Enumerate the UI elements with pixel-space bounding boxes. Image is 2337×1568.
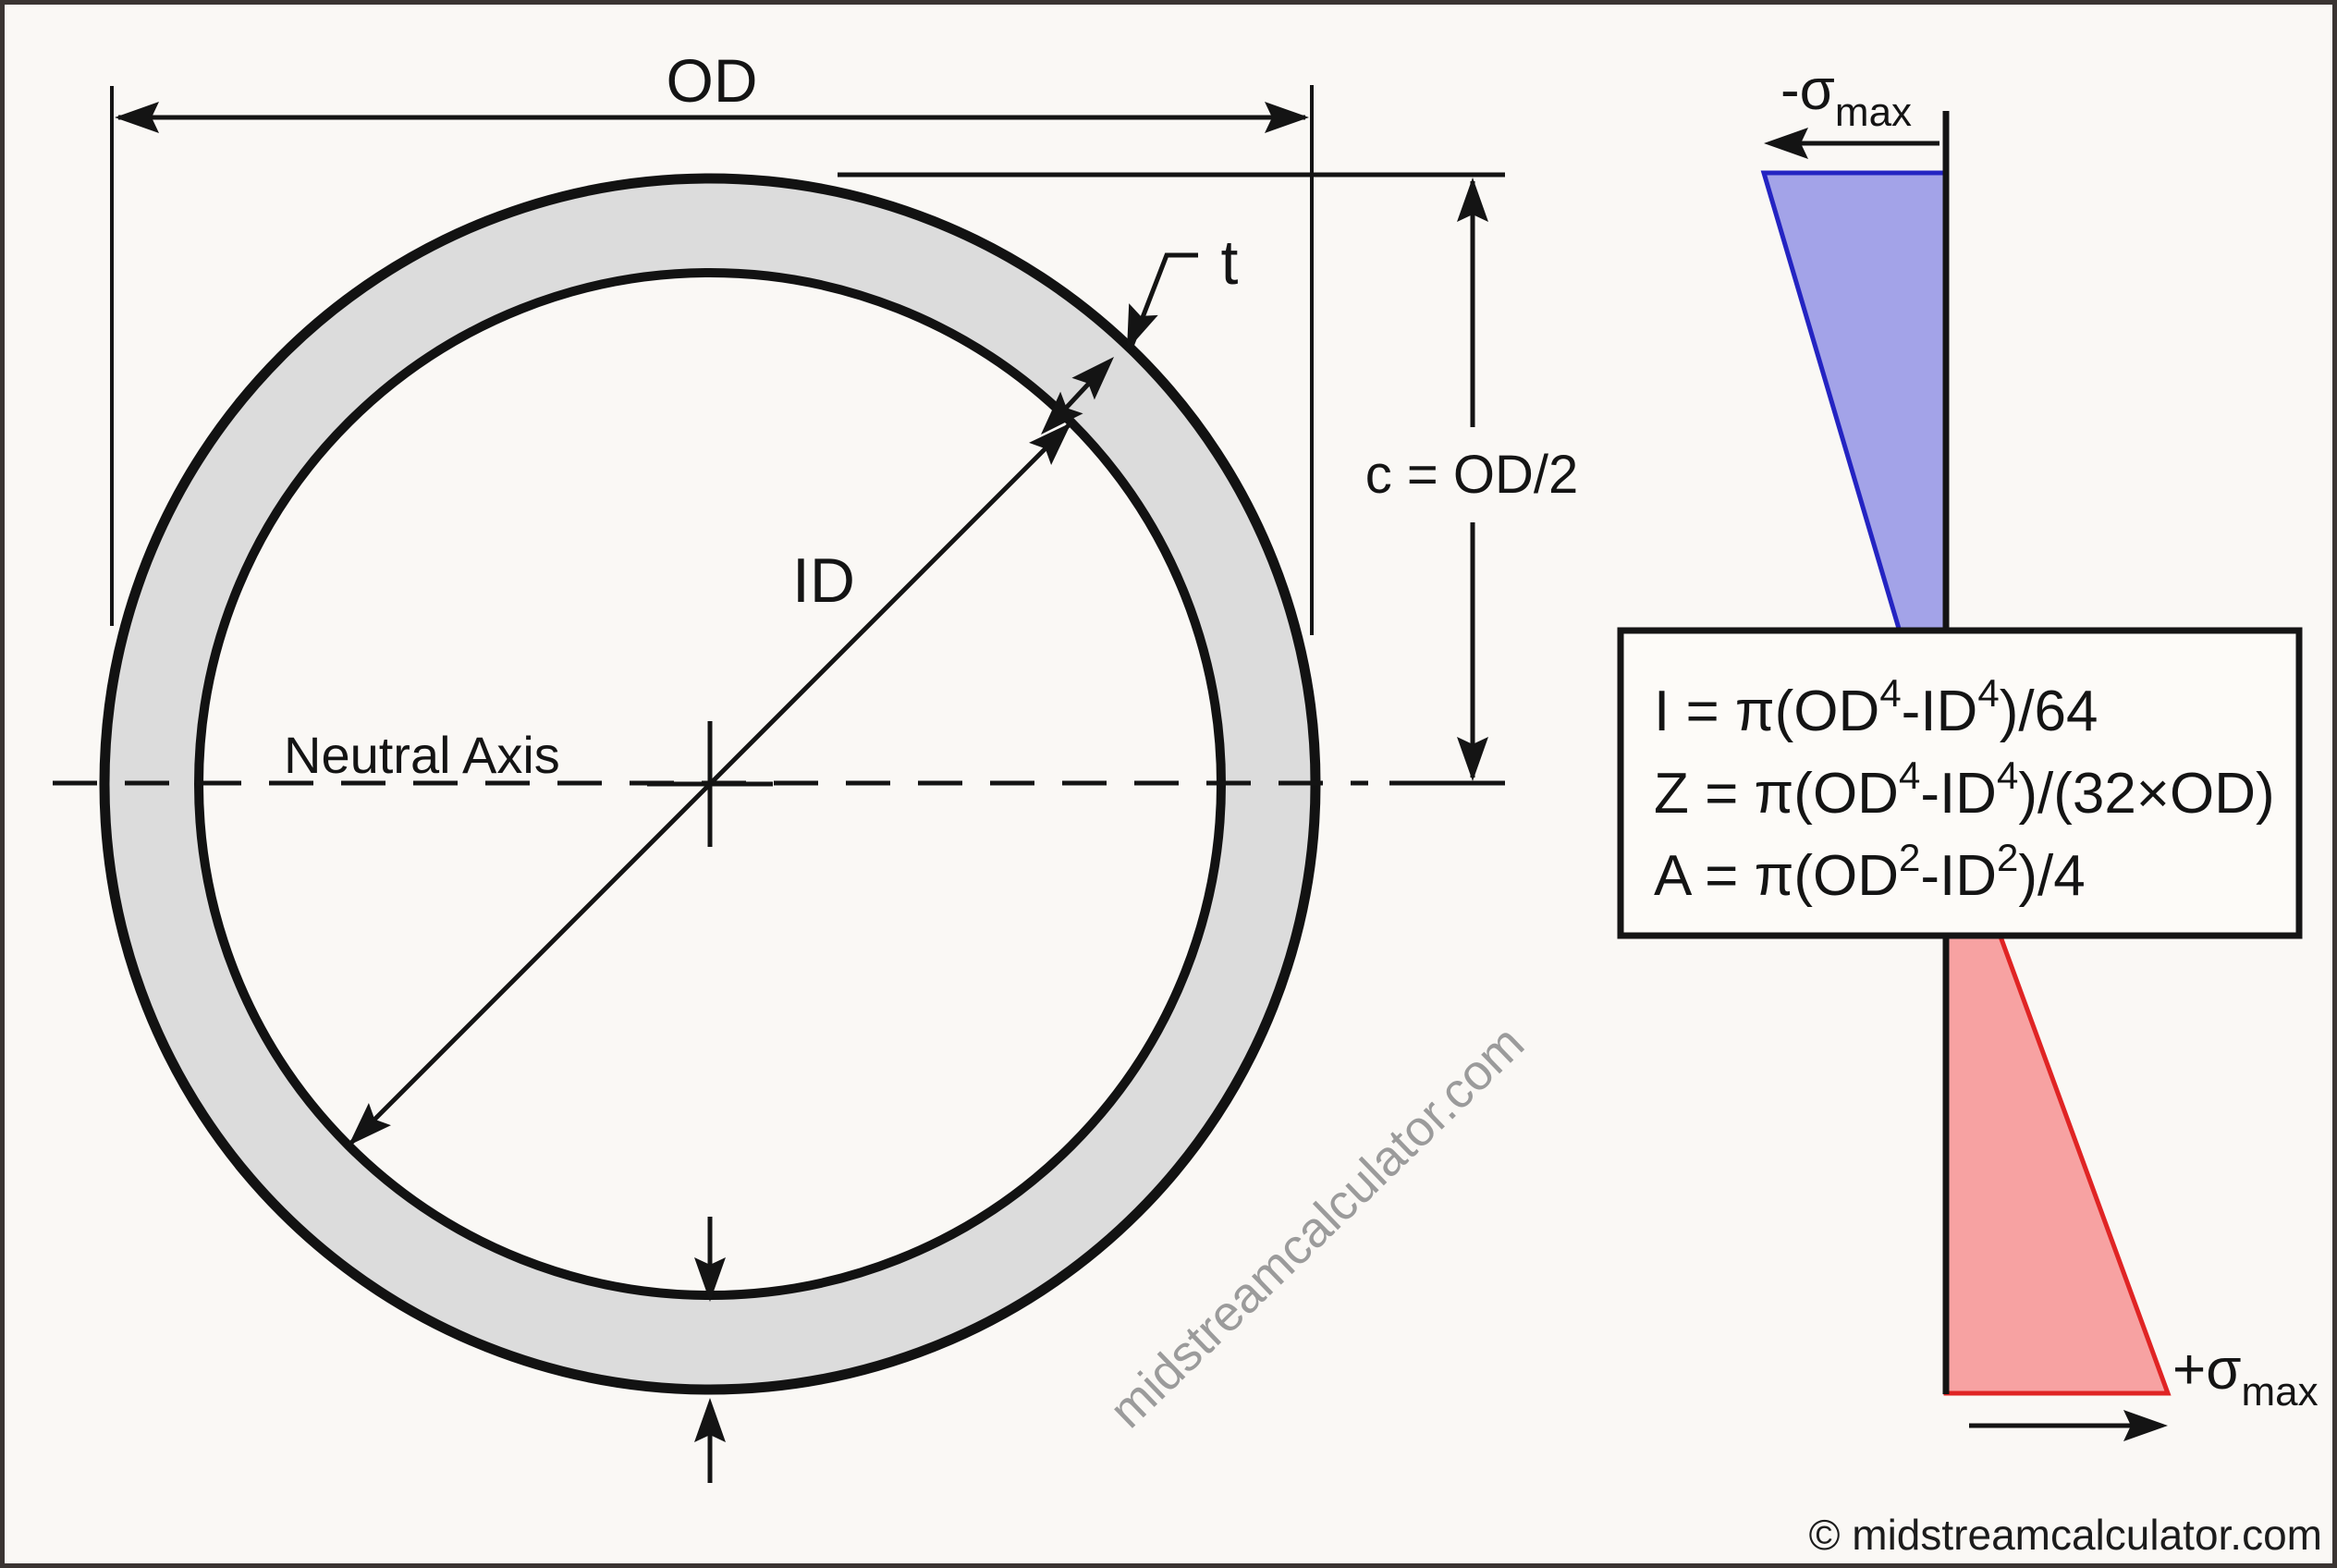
formula-box-frame bbox=[1617, 627, 2303, 939]
c-arrowhead-up bbox=[1457, 178, 1488, 222]
bottom-thickness-arrowhead-down bbox=[694, 1257, 726, 1302]
id-dimension-line bbox=[347, 421, 1073, 1147]
formula-box: I = π(OD4-ID4)/64 Z = π(OD4-ID4)/(32×OD)… bbox=[1617, 627, 2303, 939]
positive-stress-label: +σmax bbox=[2172, 1338, 2319, 1415]
id-dimension: ID bbox=[347, 421, 1073, 1147]
thickness-arrowhead-outer bbox=[1071, 357, 1114, 400]
bottom-thickness-arrowhead-up bbox=[694, 1398, 726, 1442]
positive-sigma-max-subscript: max bbox=[2241, 1369, 2318, 1415]
copyright-text: © midstreamcalculator.com bbox=[1809, 1511, 2322, 1559]
positive-stress-arrowhead bbox=[2123, 1410, 2168, 1441]
id-label: ID bbox=[792, 545, 855, 616]
positive-sigma-symbol: +σ bbox=[2172, 1338, 2241, 1402]
id-arrowhead-upper-right bbox=[1029, 423, 1071, 465]
od-arrowhead-right bbox=[1265, 102, 1309, 133]
neutral-axis-label: Neutral Axis bbox=[284, 726, 560, 784]
thickness-dimension: t bbox=[694, 227, 1239, 1483]
od-arrowhead-left bbox=[115, 102, 159, 133]
c-arrowhead-down bbox=[1457, 737, 1488, 781]
thickness-arrowhead-inner bbox=[1041, 391, 1083, 435]
formula-section-modulus: Z = π(OD4-ID4)/(32×OD) bbox=[1654, 753, 2275, 826]
formula-area: A = π(OD2-ID2)/4 bbox=[1654, 836, 2086, 908]
negative-sigma-symbol: -σ bbox=[1780, 58, 1835, 122]
negative-stress-label: -σmax bbox=[1780, 58, 1912, 135]
od-label: OD bbox=[667, 46, 758, 115]
c-label: c = OD/2 bbox=[1365, 445, 1578, 505]
thickness-label: t bbox=[1221, 227, 1239, 298]
negative-stress-arrowhead bbox=[1764, 128, 1808, 159]
formula-moment-of-inertia: I = π(OD4-ID4)/64 bbox=[1654, 671, 2098, 743]
thickness-leader-arrowhead bbox=[1127, 303, 1158, 350]
negative-sigma-max-subscript: max bbox=[1835, 90, 1912, 135]
id-arrowhead-lower-left bbox=[349, 1103, 391, 1145]
c-dimension: c = OD/2 bbox=[838, 172, 1578, 786]
